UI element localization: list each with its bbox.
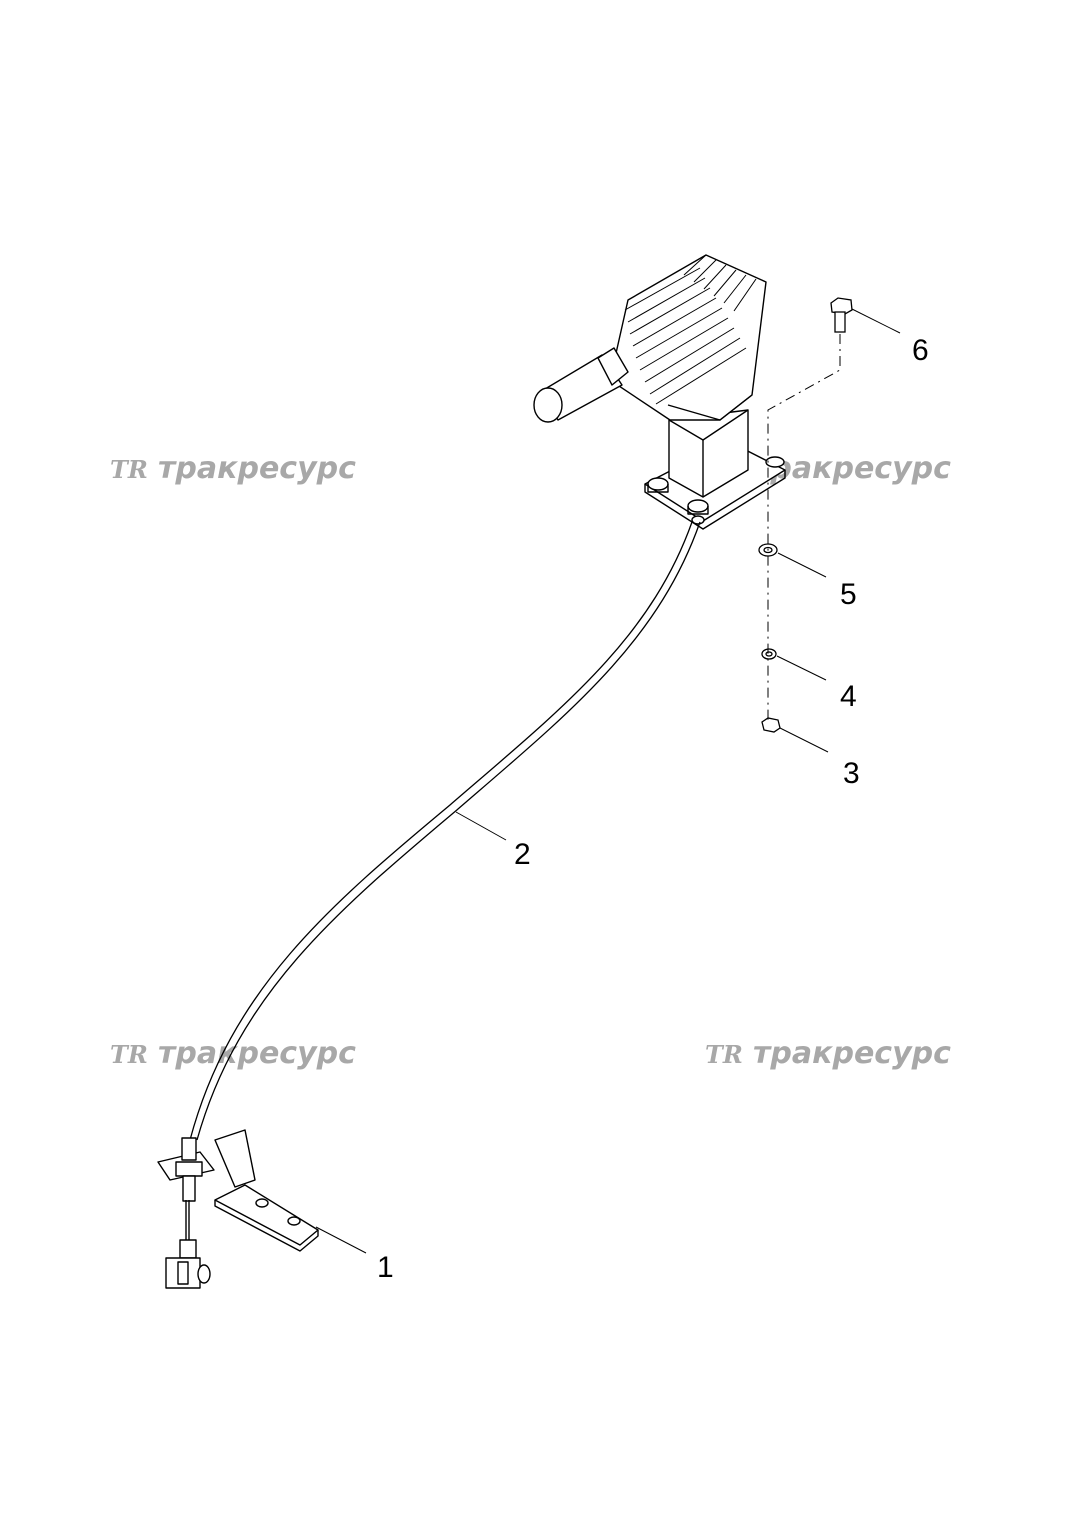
watermark-bottom-left: TR тракресурс (110, 1036, 356, 1071)
mounting-bracket (157, 1129, 319, 1289)
callout-2: 2 (514, 838, 531, 871)
watermark-top-left: TR тракресурс (110, 451, 356, 486)
watermark-text: тракресурс (753, 451, 951, 486)
callout-1: 1 (377, 1251, 394, 1284)
watermark-bottom-right: TR тракресурс (705, 1036, 951, 1071)
callout-5: 5 (840, 578, 857, 611)
control-cable (189, 521, 701, 1141)
watermark-logo: TR (110, 1040, 148, 1069)
watermark-text: тракресурс (753, 1036, 951, 1071)
watermark-text: тракресурс (158, 1036, 356, 1071)
assembly-centerline (767, 334, 841, 720)
watermark-logo: TR (110, 455, 148, 484)
fastener-hardware (758, 297, 853, 733)
control-lever-assembly (533, 254, 786, 530)
watermark-logo: TR (705, 1040, 743, 1069)
watermark-top-right: TR тракресурс (705, 451, 951, 486)
watermark-text: тракресурс (158, 451, 356, 486)
callout-4: 4 (840, 680, 857, 713)
leader-lines (315, 308, 901, 1254)
callout-6: 6 (912, 334, 929, 367)
callout-3: 3 (843, 757, 860, 790)
